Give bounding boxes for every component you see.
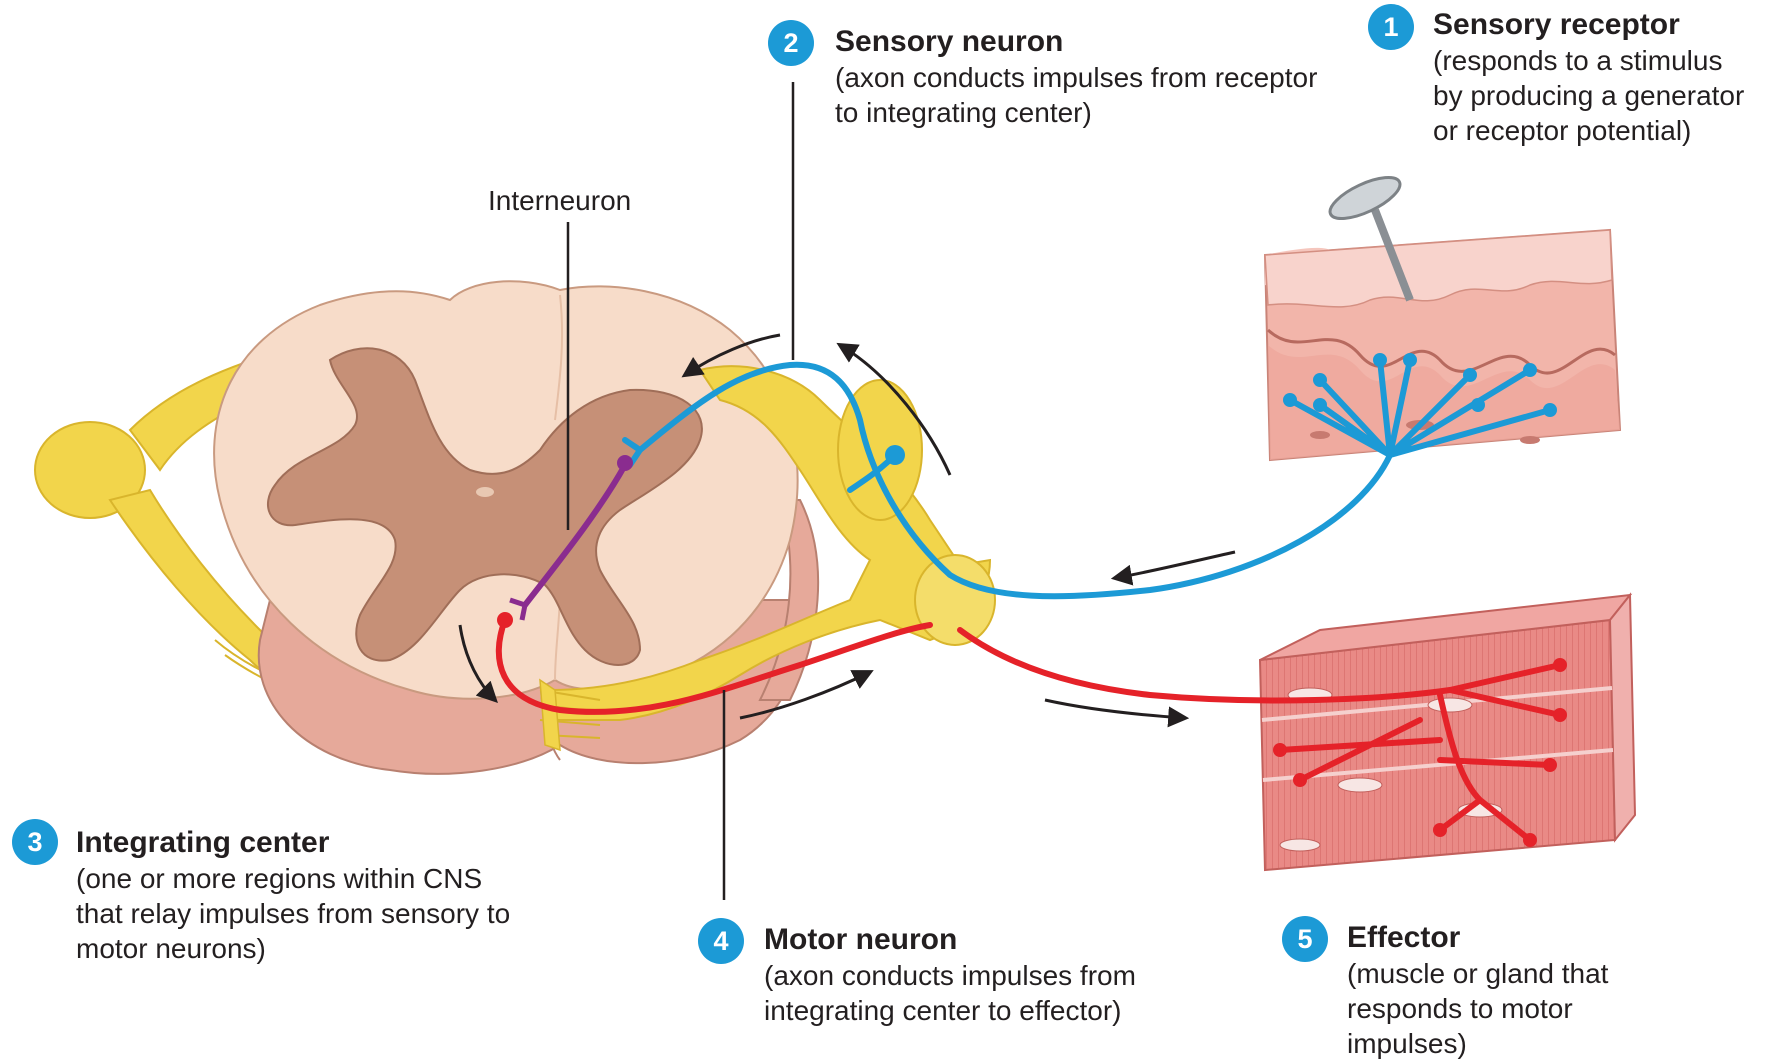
- integrating-center-label: Integrating center (one or more regions …: [76, 825, 510, 966]
- integrating-center-desc-3: motor neurons): [76, 931, 510, 966]
- integrating-center-title: Integrating center: [76, 825, 510, 861]
- sensory-receptor-desc-2: by producing a generator: [1433, 78, 1744, 113]
- step-3-badge: 3: [12, 819, 58, 865]
- motor-neuron-title: Motor neuron: [764, 922, 1136, 958]
- step-5-badge: 5: [1282, 916, 1328, 962]
- integrating-center-desc-1: (one or more regions within CNS: [76, 861, 510, 896]
- motor-neuron-label: Motor neuron (axon conducts impulses fro…: [764, 922, 1136, 1028]
- sensory-receptor-title: Sensory receptor: [1433, 7, 1744, 43]
- sensory-cell-body: [885, 445, 905, 465]
- step-4-badge: 4: [698, 918, 744, 964]
- effector-desc-1: (muscle or gland that: [1347, 956, 1608, 991]
- sensory-receptor-desc-3: or receptor potential): [1433, 113, 1744, 148]
- effector-label: Effector (muscle or gland that responds …: [1347, 920, 1608, 1061]
- spinal-cord: [214, 281, 818, 774]
- sensory-receptor-desc-1: (responds to a stimulus: [1433, 43, 1744, 78]
- sensory-neuron-label: Sensory neuron (axon conducts impulses f…: [835, 24, 1317, 130]
- integrating-center-desc-2: that relay impulses from sensory to: [76, 896, 510, 931]
- step-2-badge: 2: [768, 20, 814, 66]
- sensory-neuron-desc-2: to integrating center): [835, 95, 1317, 130]
- sensory-receptor-label: Sensory receptor (responds to a stimulus…: [1433, 7, 1744, 148]
- motor-neuron-desc-2: integrating center to effector): [764, 993, 1136, 1028]
- motor-neuron-desc-1: (axon conducts impulses from: [764, 958, 1136, 993]
- interneuron-label: Interneuron: [488, 184, 631, 218]
- effector-desc-2: responds to motor: [1347, 991, 1608, 1026]
- sensory-neuron-desc-1: (axon conducts impulses from receptor: [835, 60, 1317, 95]
- effector-title: Effector: [1347, 920, 1608, 956]
- effector-desc-3: impulses): [1347, 1026, 1608, 1061]
- sensory-neuron-title: Sensory neuron: [835, 24, 1317, 60]
- step-1-badge: 1: [1368, 4, 1414, 50]
